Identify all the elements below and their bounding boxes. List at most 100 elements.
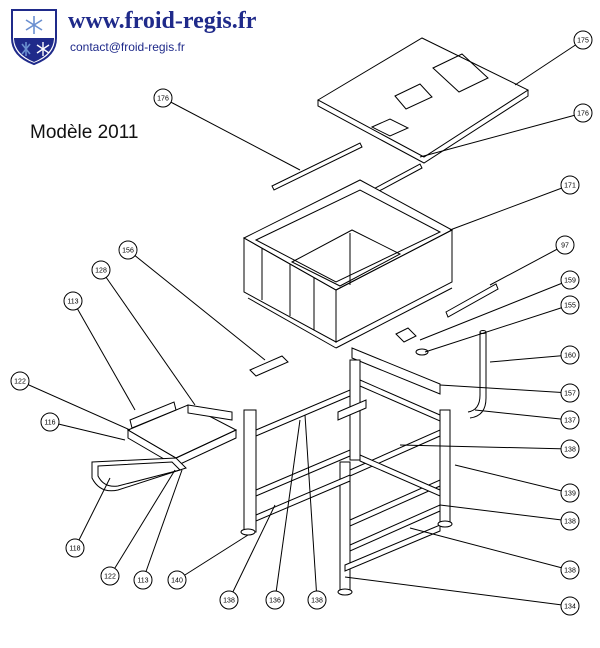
- callout-c122b: 122: [100, 469, 176, 586]
- callout-circle: [560, 511, 580, 531]
- callout-circle: [555, 235, 575, 255]
- callout-c139: 139: [454, 464, 580, 503]
- callout-circle: [560, 270, 580, 290]
- callout-circle: [573, 103, 593, 123]
- callout-label: 160: [564, 353, 576, 360]
- callout-label: 159: [564, 278, 576, 285]
- callout-c137: 137: [474, 409, 580, 430]
- callout-c134: 134: [344, 576, 580, 616]
- callout-circle: [91, 260, 111, 280]
- leader-line: [419, 279, 571, 341]
- callout-label: 128: [95, 268, 107, 275]
- callout-c176b: 176: [419, 103, 593, 158]
- callout-c116: 116: [40, 412, 126, 441]
- callout-circle: [560, 439, 580, 459]
- leader-line: [109, 469, 176, 577]
- callout-c97: 97: [489, 235, 575, 286]
- callout-label: 134: [564, 604, 576, 611]
- callout-label: 113: [67, 299, 78, 306]
- callout-c136: 136: [265, 419, 301, 610]
- callout-label: 139: [564, 491, 576, 498]
- callout-circle: [560, 295, 580, 315]
- tank-body: [242, 179, 454, 349]
- leader-line: [439, 384, 571, 394]
- leader-line: [72, 300, 136, 411]
- callout-c157: 157: [439, 383, 580, 403]
- callout-label: 97: [561, 243, 569, 250]
- callout-circle: [573, 30, 593, 50]
- model-label: Modèle 2011: [30, 122, 139, 143]
- callout-circle: [560, 345, 580, 365]
- callout-label: 138: [564, 568, 576, 575]
- contact-email[interactable]: contact@froid-regis.fr: [70, 40, 185, 54]
- callout-label: 138: [223, 598, 235, 605]
- callout-c155: 155: [424, 295, 580, 353]
- callout-c113b: 113: [133, 469, 183, 590]
- leader-line: [49, 421, 126, 441]
- callout-label: 137: [564, 418, 576, 425]
- callout-circle: [560, 560, 580, 580]
- leader-line: [489, 354, 571, 363]
- leader-line: [514, 39, 584, 86]
- callout-label: 113: [137, 578, 148, 585]
- callout-label: 156: [122, 248, 134, 255]
- callout-label: 138: [564, 447, 576, 454]
- callout-label: 157: [564, 391, 576, 398]
- callout-c138b2: 138: [304, 414, 327, 610]
- leader-line: [454, 464, 571, 494]
- callout-circle: [560, 383, 580, 403]
- callout-c138b1: 138: [219, 504, 276, 610]
- callout-label: 136: [269, 598, 281, 605]
- callout-c160: 160: [489, 345, 580, 365]
- snowflake-logo-icon: [11, 9, 57, 66]
- callout-label: 140: [171, 578, 183, 585]
- callout-label: 176: [577, 111, 589, 118]
- callout-circle: [560, 483, 580, 503]
- callout-label: 171: [564, 183, 576, 190]
- callout-circle: [265, 590, 285, 610]
- leader-line: [489, 244, 566, 286]
- callout-label: 138: [564, 519, 576, 526]
- callout-circle: [40, 412, 60, 432]
- lid-panel: [316, 37, 530, 164]
- callout-c122a: 122: [10, 371, 131, 431]
- callout-c118: 118: [65, 477, 111, 558]
- callout-c140: 140: [167, 534, 249, 590]
- callout-c138r3: 138: [409, 527, 580, 580]
- callout-circle: [10, 371, 30, 391]
- callout-circle: [65, 538, 85, 558]
- callout-circle: [133, 570, 153, 590]
- callout-c156: 156: [118, 240, 266, 361]
- leader-line: [424, 304, 571, 353]
- leader-line: [304, 414, 318, 601]
- callout-label: 122: [14, 379, 26, 386]
- leader-line: [474, 409, 571, 421]
- callout-c128: 128: [91, 260, 196, 406]
- leader-line: [439, 504, 571, 522]
- leader-line: [228, 504, 276, 601]
- callout-circle: [560, 596, 580, 616]
- callout-c176a: 176: [153, 88, 301, 171]
- callout-c159: 159: [419, 270, 580, 341]
- header: www.froid-regis.fr contact@froid-regis.f…: [0, 0, 600, 70]
- callout-label: 175: [577, 38, 589, 45]
- callout-c138r1: 138: [399, 439, 580, 459]
- callout-circle: [63, 291, 83, 311]
- callout-circle: [560, 410, 580, 430]
- callout-c171: 171: [449, 175, 580, 231]
- leader-line: [176, 534, 249, 581]
- callout-circle: [560, 175, 580, 195]
- callout-c175: 175: [514, 30, 593, 86]
- site-url[interactable]: www.froid-regis.fr: [68, 8, 257, 34]
- leader-line: [344, 576, 571, 607]
- callout-circle: [118, 240, 138, 260]
- side-tray: [91, 401, 238, 492]
- stand-frame: [240, 359, 453, 596]
- callout-c113a: 113: [63, 291, 136, 411]
- leader-line: [19, 380, 131, 431]
- leader-line: [419, 112, 584, 158]
- callout-circle: [219, 590, 239, 610]
- leader-line: [100, 269, 196, 406]
- leader-line: [409, 527, 571, 571]
